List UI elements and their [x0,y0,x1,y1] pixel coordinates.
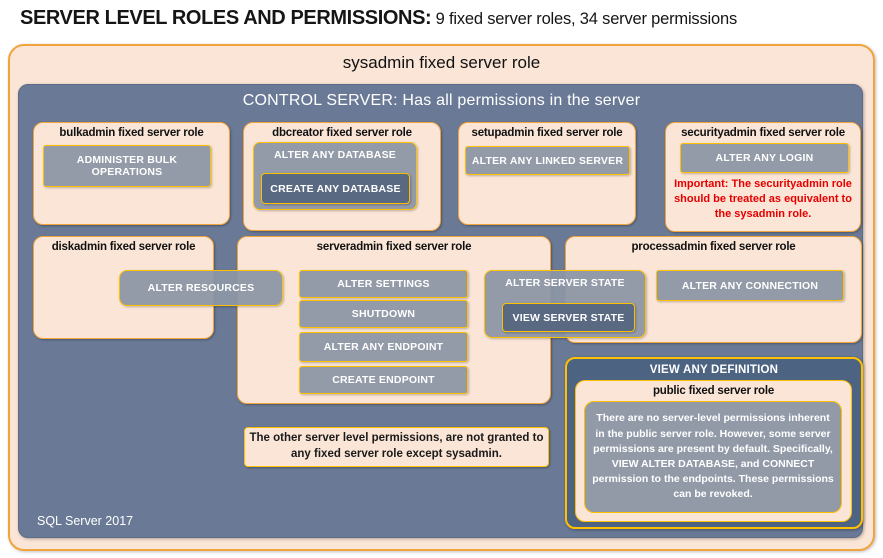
processadmin-role-title: processadmin fixed server role [631,241,796,253]
serveradmin-role-title: serveradmin fixed server role [316,241,472,253]
diskadmin-role-box: diskadmin fixed server role ALTER RESOUR… [33,236,283,339]
view-any-definition-label: VIEW ANY DEFINITION [649,364,779,376]
securityadmin-warning-text: Important: The securityadmin role should… [674,178,852,220]
bulkadmin-role-title: bulkadmin fixed server role [59,127,204,139]
permission-administer-bulk-operations: ADMINISTER BULK OPERATIONS [43,145,211,187]
permission-create-endpoint: CREATE ENDPOINT [299,366,468,394]
permission-alter-any-login: ALTER ANY LOGIN [680,143,849,173]
page-title-sub: 9 fixed server roles, 34 server permissi… [431,10,738,28]
sql-server-version-label: SQL Server 2017 [37,514,134,528]
public-role-title: public fixed server role [652,385,775,397]
sysadmin-role-label: sysadmin fixed server role [342,53,541,72]
permission-shutdown: SHUTDOWN [299,300,468,328]
public-role-box: public fixed server role There are no se… [575,380,852,522]
permission-alter-any-endpoint: ALTER ANY ENDPOINT [299,332,468,362]
dbcreator-role-title: dbcreator fixed server role [272,127,412,139]
permission-alter-settings: ALTER SETTINGS [299,270,468,298]
bulkadmin-role-box: bulkadmin fixed server role ADMINISTER B… [33,122,230,225]
securityadmin-role-box: securityadmin fixed server role ALTER AN… [665,122,861,232]
page-title: SERVER LEVEL ROLES AND PERMISSIONS: 9 fi… [20,7,860,30]
page-title-main: SERVER LEVEL ROLES AND PERMISSIONS: [20,7,432,29]
securityadmin-role-title: securityadmin fixed server role [681,127,845,139]
serveradmin-role-box: serveradmin fixed server role ALTER SETT… [237,236,646,404]
permission-alter-any-connection: ALTER ANY CONNECTION [656,270,844,301]
permission-view-server-state: VIEW SERVER STATE [502,303,635,332]
public-role-note: There are no server-level permissions in… [584,401,842,513]
setupadmin-role-title: setupadmin fixed server role [471,127,623,139]
dbcreator-role-box: dbcreator fixed server role ALTER ANY DA… [243,122,441,231]
permission-alter-any-linked-server: ALTER ANY LINKED SERVER [465,146,630,175]
permission-alter-resources: ALTER RESOURCES [119,270,283,306]
setupadmin-role-box: setupadmin fixed server role ALTER ANY L… [458,122,636,225]
permission-alter-server-state: ALTER SERVER STATE VIEW SERVER STATE [484,270,646,338]
other-permissions-note: The other server level permissions, are … [244,427,549,467]
control-server-label: CONTROL SERVER: Has all permissions in t… [242,92,641,109]
diskadmin-role-title: diskadmin fixed server role [51,241,196,253]
permission-alter-any-database-label: ALTER ANY DATABASE [273,149,397,161]
permission-alter-any-database: ALTER ANY DATABASE CREATE ANY DATABASE [253,142,417,210]
permission-create-any-database: CREATE ANY DATABASE [261,173,410,204]
permission-alter-server-state-label: ALTER SERVER STATE [505,277,625,289]
processadmin-role-box: processadmin fixed server role ALTER ANY… [565,236,862,343]
view-any-definition-panel: VIEW ANY DEFINITION public fixed server … [565,357,863,529]
